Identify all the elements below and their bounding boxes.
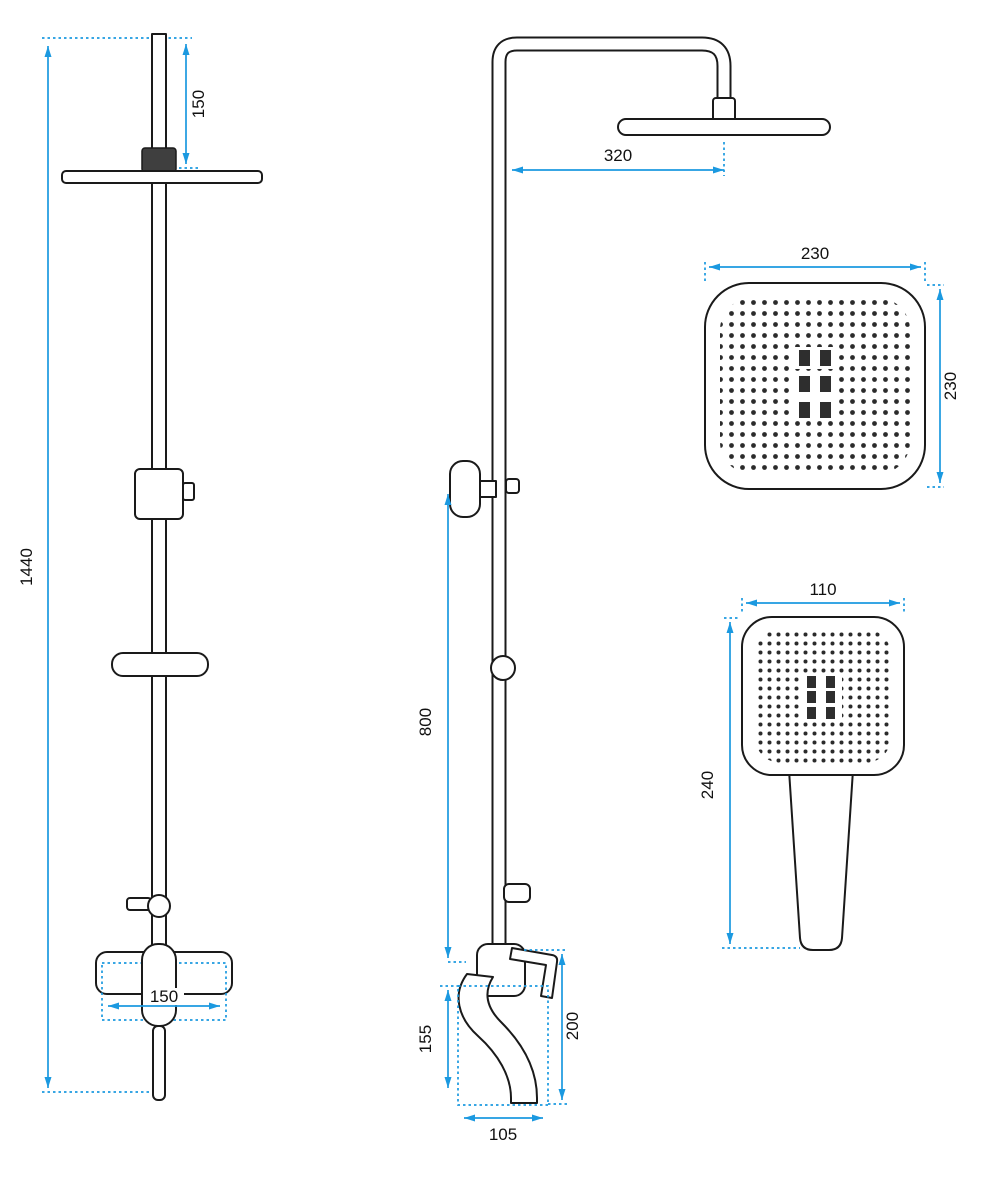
riser-pipe-side-core: [493, 38, 730, 964]
rain-head-side: [617, 118, 831, 136]
front-view: 1440 150 150: [17, 33, 263, 1101]
head-top-view: 230 230: [704, 244, 960, 490]
dim-label-mixer-width: 150: [150, 987, 178, 1006]
soap-dish: [111, 652, 209, 677]
hand-shower-view: 110 240: [698, 580, 905, 951]
diverter-knob: [182, 482, 195, 501]
hand-shower-handle: [788, 769, 854, 951]
spout-outline-box: [457, 985, 549, 1106]
bracket-pin: [505, 478, 520, 494]
slider-ring: [490, 655, 516, 681]
dim-label-spout-reach: 105: [489, 1125, 517, 1144]
dim-label-spout-drop: 155: [416, 1025, 435, 1053]
dim-label-riser-height: 800: [416, 708, 435, 736]
dim-label-head-depth: 230: [941, 372, 960, 400]
dim-label-ceiling-offset: 150: [189, 90, 208, 118]
hand-center-nozzle-cluster: [802, 673, 842, 721]
dim-label-head-width: 230: [801, 244, 829, 263]
rain-head-front: [61, 170, 263, 184]
hand-shower-holder: [503, 883, 531, 903]
center-nozzle-cluster: [794, 347, 836, 421]
ceiling-connector: [141, 147, 177, 173]
shut-off-valve: [147, 894, 171, 918]
side-view: 320 800 200 155 105: [416, 36, 831, 1144]
mixer-handle-front: [141, 943, 177, 1027]
tub-spout: [457, 973, 538, 1104]
shower-hose: [152, 1025, 166, 1101]
dim-label-head-arm-reach: 320: [604, 146, 632, 165]
diverter-box: [134, 468, 184, 520]
riser-pipe-side: [491, 36, 732, 964]
wall-bracket-knob: [449, 460, 481, 518]
label-backing: [144, 988, 184, 1005]
dim-label-hand-length: 240: [698, 771, 717, 799]
dim-label-spout-height: 200: [563, 1012, 582, 1040]
dim-label-total-height: 1440: [17, 548, 36, 586]
dim-label-hand-width: 110: [809, 580, 836, 599]
